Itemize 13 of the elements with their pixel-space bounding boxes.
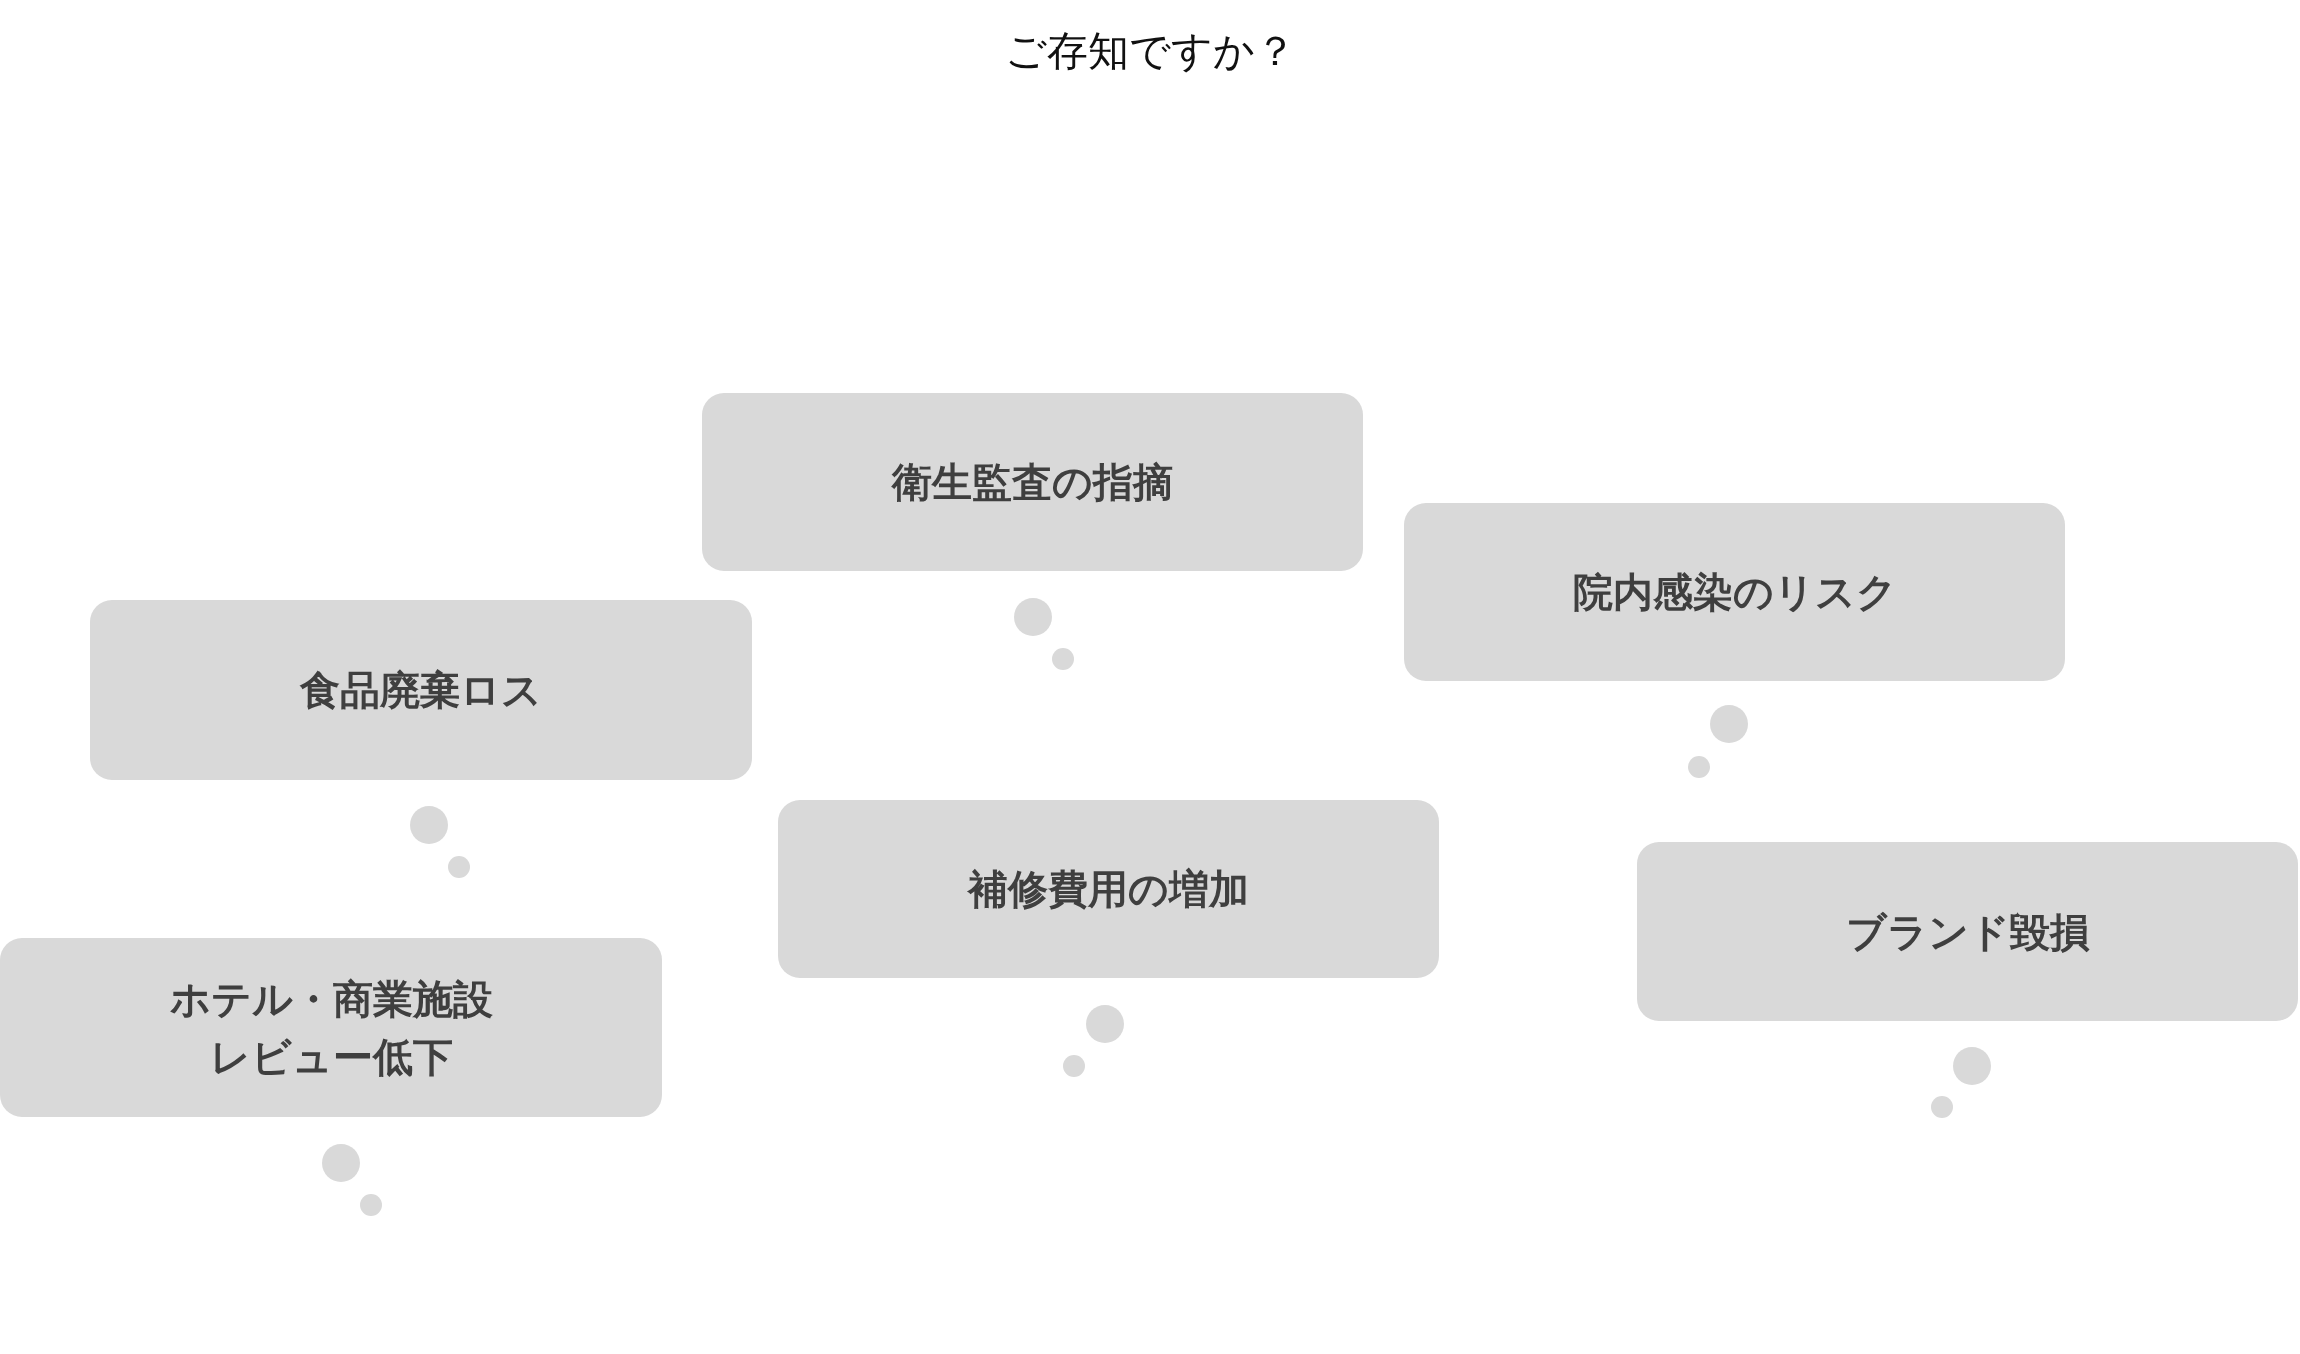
bubble-text: 補修費用の増加 — [968, 865, 1249, 914]
thought-bubble-box — [1637, 842, 2298, 1021]
bubble-text: ブランド毀損 — [1845, 907, 2090, 957]
thought-bubble-box — [0, 938, 662, 1117]
thought-bubble-box — [702, 393, 1363, 571]
bubble-text: 衛生監査の指摘 — [892, 458, 1173, 507]
title: ご存知ですか？ — [1004, 26, 1296, 76]
thought-bubble-box — [778, 800, 1439, 978]
bubble-text: 院内感染のリスク — [1572, 568, 1897, 617]
thought-bubble-box — [90, 600, 752, 780]
bubble-text: 食品廃棄ロス — [300, 666, 542, 715]
bubble-text: ホテル・商業施設レビュー低下 — [168, 974, 494, 1082]
thought-bubble-box — [1404, 503, 2065, 681]
